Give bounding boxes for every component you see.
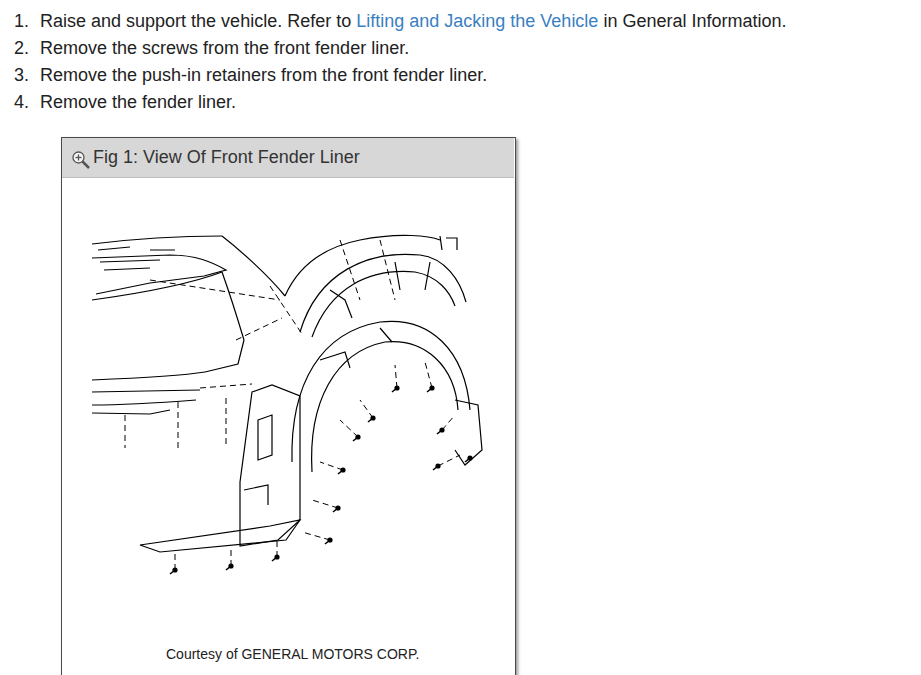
figure-header-band	[62, 138, 514, 177]
screws	[170, 385, 473, 574]
fender-liner	[140, 254, 482, 552]
step-row: Remove the screws from the front fender …	[40, 37, 409, 59]
figure-caption: Courtesy of GENERAL MOTORS CORP.	[166, 645, 419, 663]
step-number: 4.	[14, 91, 29, 113]
step-number: 2.	[14, 37, 29, 59]
figure-panel: Fig 1: View Of Front Fender LinerCourtes…	[61, 137, 516, 675]
step-row: Remove the push-in retainers from the fr…	[40, 64, 487, 86]
step-row: Raise and support the vehicle. Refer toL…	[40, 10, 787, 32]
step-number: 3.	[14, 64, 29, 86]
figure-ground	[62, 138, 514, 675]
step-text: Raise and support the vehicle. Refer to	[40, 11, 351, 31]
step-row: Remove the fender liner.	[40, 91, 236, 113]
magnifier-icon	[73, 152, 89, 168]
alignment-lines	[125, 240, 460, 570]
reference-link: Lifting and Jacking the Vehicle	[356, 11, 598, 31]
step-text: Remove the fender liner.	[40, 92, 236, 112]
step-text: Remove the screws from the front fender …	[40, 38, 409, 58]
step-number: 1.	[14, 10, 29, 32]
figure-title: Fig 1: View Of Front Fender Liner	[93, 138, 360, 176]
step-text: Remove the push-in retainers from the fr…	[40, 65, 487, 85]
step-text: in General Information.	[603, 11, 786, 31]
vehicle-front	[92, 235, 457, 414]
